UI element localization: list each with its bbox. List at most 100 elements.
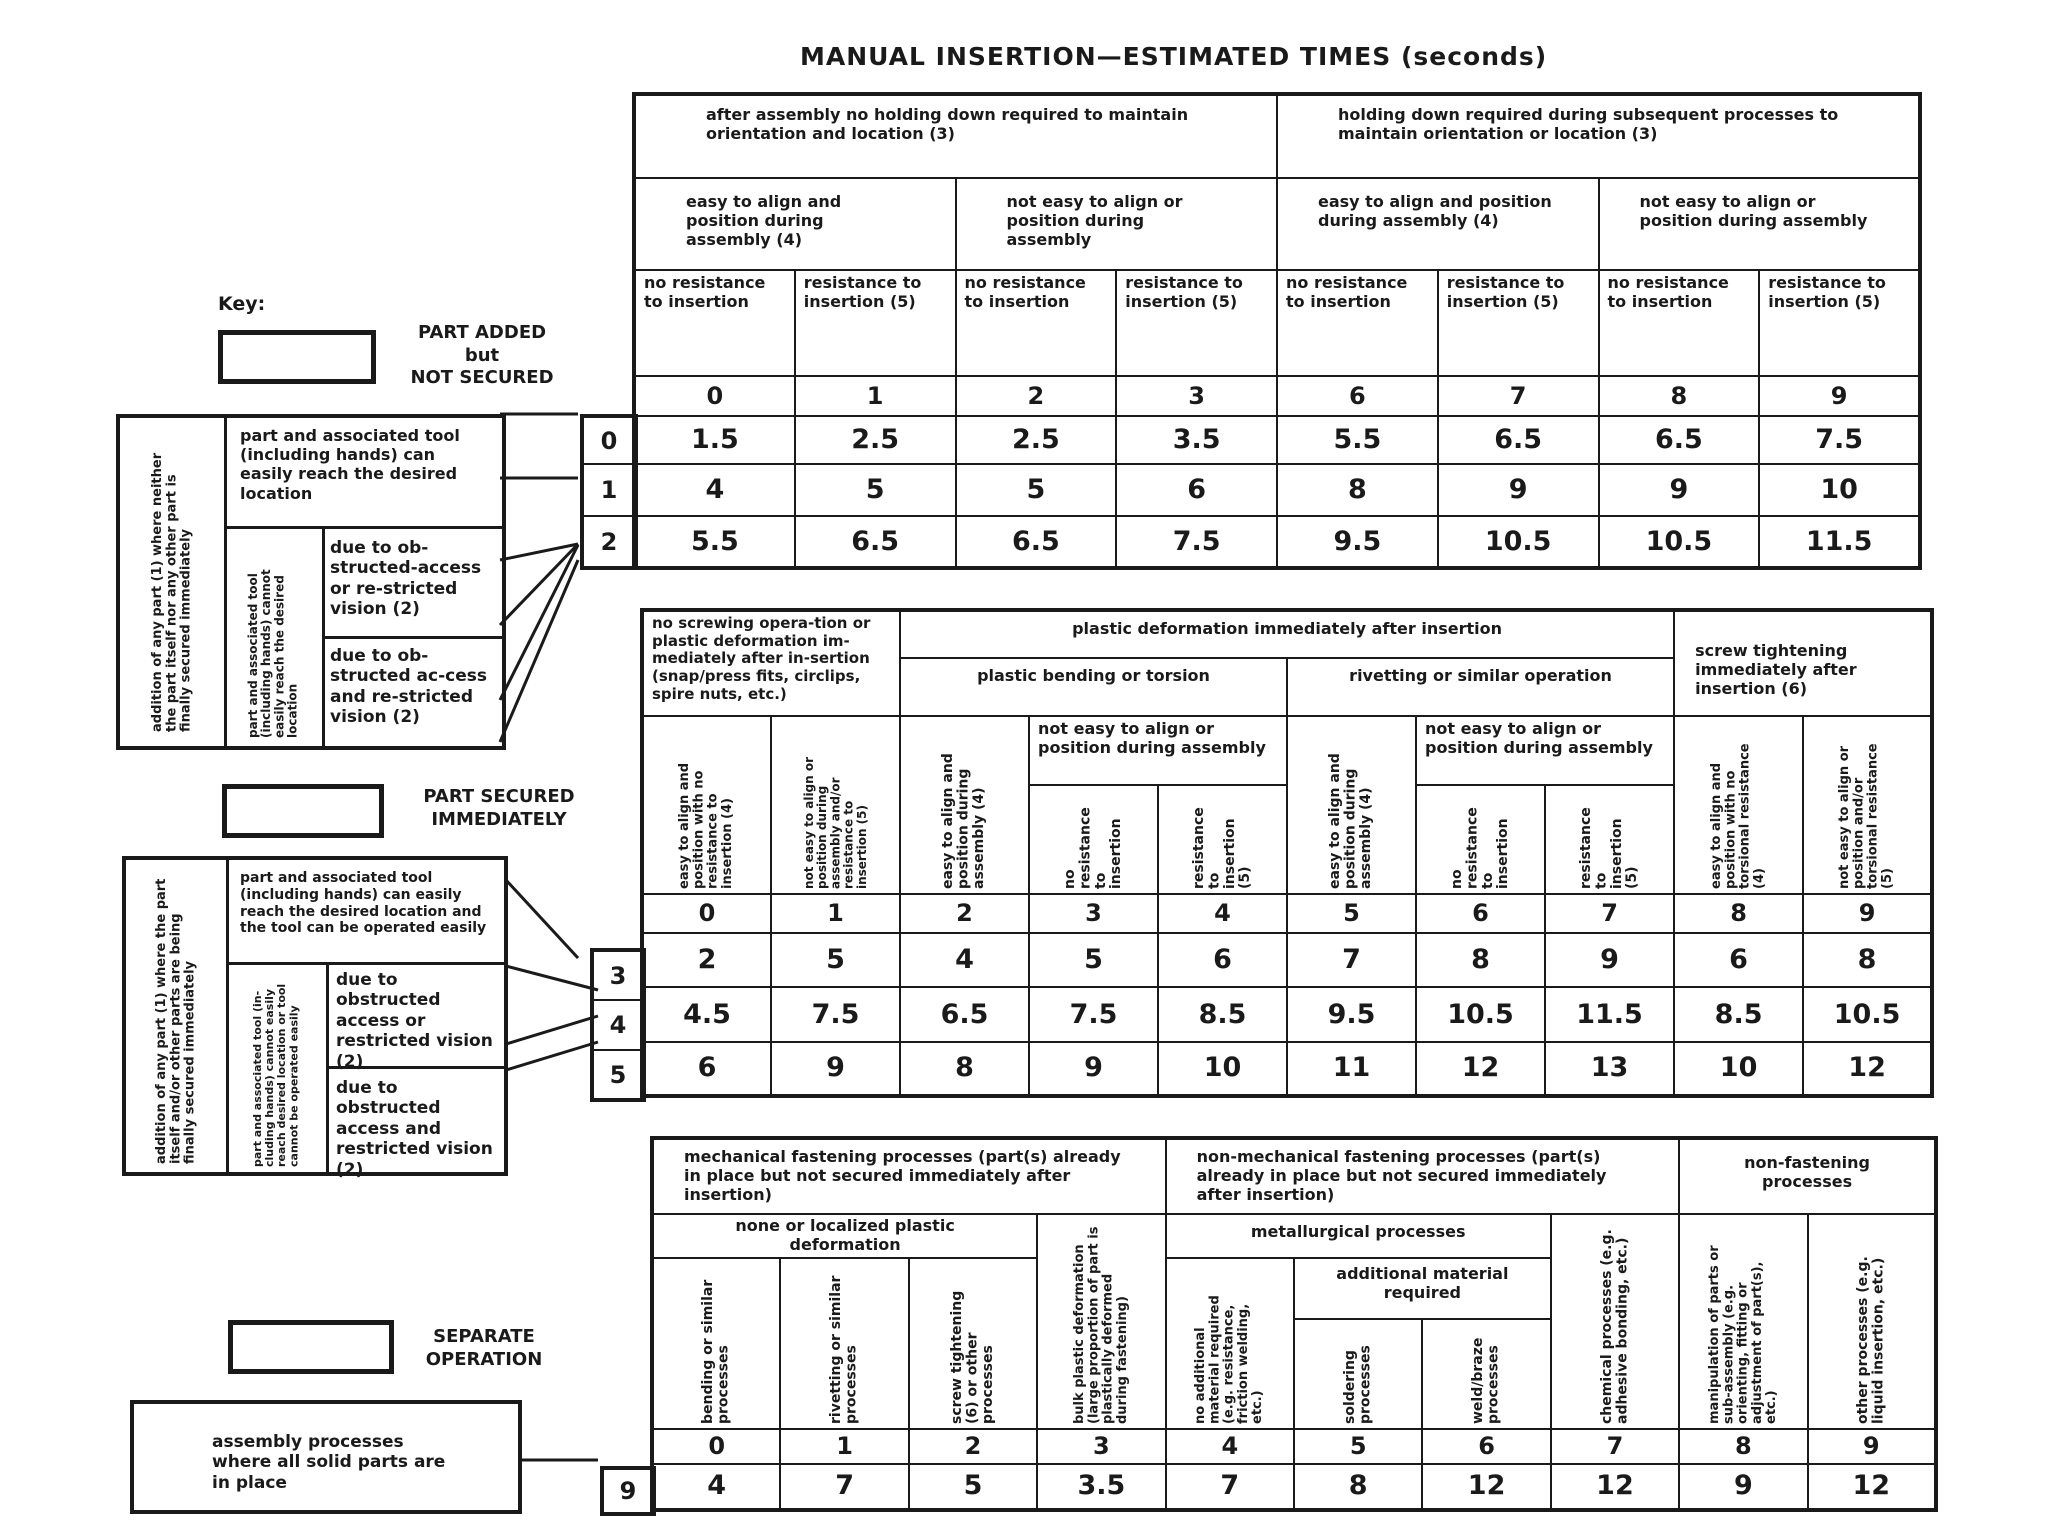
divider — [326, 1066, 504, 1069]
time-value: 6.5 — [954, 515, 1118, 569]
left-s2-obstructed-2: due to obstructed access and restricted … — [336, 1078, 493, 1180]
t1-col-code: 0 — [633, 375, 796, 417]
left-s3-label: assembly processes where all solid parts… — [212, 1432, 446, 1493]
t2-header-screw-tightening: screw tightening immediately after inser… — [1673, 609, 1934, 717]
divider — [224, 526, 504, 529]
time-value: 8 — [1415, 932, 1546, 989]
t1-header-no-holding: after assembly no holding down required … — [633, 93, 1278, 179]
t1-col-code: 3 — [1115, 375, 1278, 417]
t2-col-header: easy to align and position with no resis… — [641, 714, 772, 895]
left-s2-easy-label: part and associated tool (including hand… — [240, 870, 487, 937]
t3-col-header: screw tightening (6) or other processes — [907, 1257, 1039, 1431]
left-s1-obstructed-2: due to ob-structed ac-cess and re-strict… — [330, 646, 488, 728]
time-value: 10.5 — [1597, 515, 1761, 569]
left-s2-outer-cell: addition of any part (1) where the part … — [126, 860, 229, 1172]
time-value: 10 — [1157, 1040, 1288, 1098]
time-value: 10 — [1758, 463, 1922, 517]
table-separate-operation: mechanical fastening processes (part(s) … — [650, 1136, 1938, 1512]
left-s1-obstructed-1: due to ob-structed-access or re-stricted… — [330, 538, 482, 620]
t2-col-header: resistance to insertion (5) — [1157, 784, 1288, 895]
key-label: Key: — [218, 293, 266, 315]
t1-header-not-easy: not easy to align or position during ass… — [954, 177, 1278, 271]
table-row: 2 5 4 5 6 7 8 9 6 8 — [641, 932, 1934, 989]
left-section-1 — [116, 414, 506, 750]
key-box-not-secured — [218, 330, 376, 384]
time-value: 13 — [1543, 1040, 1676, 1098]
t2-col-header: no resistance to insertion — [1028, 784, 1159, 895]
time-value: 6.5 — [1597, 415, 1761, 465]
time-value: 6.5 — [1436, 415, 1600, 465]
time-value: 12 — [1802, 1040, 1934, 1098]
t3-col-header: chemical processes (e.g. adhesive bondin… — [1549, 1213, 1681, 1431]
time-value: 3.5 — [1115, 415, 1278, 465]
t2-col-code: 7 — [1543, 892, 1676, 935]
t2-header-not-easy: not easy to align or position during ass… — [1414, 714, 1676, 787]
time-value: 10.5 — [1436, 515, 1600, 569]
time-value: 9 — [1028, 1040, 1159, 1098]
table-row: 4 7 5 3.5 7 8 12 12 9 12 — [650, 1462, 1937, 1512]
time-value: 2.5 — [954, 415, 1118, 465]
time-value: 9 — [1436, 463, 1600, 517]
table-no-securing: after assembly no holding down required … — [632, 92, 1923, 570]
row-codes-2: 3 4 5 — [590, 948, 646, 1102]
row-code: 9 — [601, 1467, 655, 1515]
t2-col-header: not easy to align or position during ass… — [770, 714, 901, 895]
t1-col-code: 7 — [1436, 375, 1600, 417]
time-value: 6 — [641, 1040, 772, 1098]
t1-col-code: 6 — [1276, 375, 1439, 417]
time-value: 7.5 — [1758, 415, 1922, 465]
time-value: 6.5 — [899, 986, 1030, 1043]
key-box-separate — [228, 1320, 394, 1374]
row-codes-3: 9 — [600, 1466, 656, 1516]
time-value: 5 — [1028, 932, 1159, 989]
left-s1-inner-label: part and associated tool (including hand… — [245, 568, 300, 738]
divider — [322, 636, 504, 639]
table-secured-immediately: no screwing opera-tion or plastic deform… — [640, 608, 1935, 1098]
t2-col-header: not easy to align or position and/or tor… — [1802, 714, 1934, 895]
row-code: 2 — [581, 515, 637, 569]
t2-col-code: 8 — [1673, 892, 1805, 935]
table-row: 1.5 2.5 2.5 3.5 5.5 6.5 6.5 7.5 — [633, 415, 1922, 465]
time-value: 9 — [1597, 463, 1761, 517]
left-s1-inner-cell: part and associated tool (including hand… — [224, 529, 325, 746]
time-value: 5 — [793, 463, 957, 517]
time-value: 10.5 — [1802, 986, 1934, 1043]
time-value: 8.5 — [1157, 986, 1288, 1043]
table-row: 4.5 7.5 6.5 7.5 8.5 9.5 10.5 11.5 8.5 10… — [641, 986, 1934, 1043]
t1-col-code: 1 — [793, 375, 957, 417]
t2-col-code: 4 — [1157, 892, 1288, 935]
time-value: 7 — [1286, 932, 1417, 989]
divider — [226, 962, 504, 965]
left-s2-inner-cell: part and associated tool (in-cluding han… — [226, 965, 329, 1172]
t1-header-not-easy: not easy to align or position during ass… — [1597, 177, 1922, 271]
t2-col-code: 1 — [770, 892, 901, 935]
t3-header-non-fastening: non-fastening processes — [1678, 1136, 1937, 1216]
time-value: 9 — [1543, 932, 1676, 989]
time-value: 7 — [779, 1462, 910, 1512]
time-value: 12 — [1806, 1462, 1937, 1512]
t3-col-code: 4 — [1164, 1428, 1295, 1465]
t3-col-code: 9 — [1806, 1428, 1937, 1465]
t3-col-header: other processes (e.g. liquid insertion, … — [1806, 1213, 1937, 1431]
key-separate-label: SEPARATE OPERATION — [425, 1326, 543, 1370]
t1-col-code: 9 — [1758, 375, 1922, 417]
time-value: 12 — [1415, 1040, 1546, 1098]
time-value: 2 — [641, 932, 772, 989]
t3-header-non-mechanical: non-mechanical fastening processes (part… — [1164, 1136, 1681, 1216]
time-value: 10 — [1673, 1040, 1805, 1098]
time-value: 10.5 — [1415, 986, 1546, 1043]
t3-col-code: 8 — [1678, 1428, 1809, 1465]
t2-col-header: easy to align and position with no torsi… — [1673, 714, 1805, 895]
t2-col-header: easy to align and position during assemb… — [899, 714, 1030, 895]
left-s1-easy-label: part and associated tool (including hand… — [240, 426, 460, 503]
t1-col-code: 8 — [1597, 375, 1761, 417]
time-value: 9.5 — [1286, 986, 1417, 1043]
t2-col-code: 6 — [1415, 892, 1546, 935]
row-code: 0 — [581, 415, 637, 465]
t3-col-header: manipulation of parts or sub-assembly (e… — [1678, 1213, 1809, 1431]
row-codes-1: 0 1 2 — [580, 414, 638, 570]
time-value: 5.5 — [1276, 415, 1439, 465]
left-s2-obstructed-1: due to obstructed access or restricted v… — [336, 970, 493, 1072]
